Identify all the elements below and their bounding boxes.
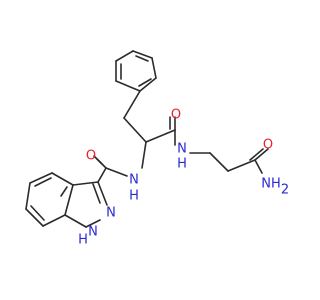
atom-nitrogen: N — [129, 173, 139, 188]
atom-hydrogen: H — [177, 157, 187, 172]
bond — [93, 155, 103, 165]
bond — [92, 183, 101, 204]
atom-nitrogen: NH — [261, 177, 281, 192]
molecule-structure: O O O N H N H NH 2 N N H — [25, 50, 289, 248]
bond — [141, 141, 147, 169]
atom-nitrogen: N — [177, 142, 187, 157]
bond — [123, 90, 141, 119]
bond — [34, 177, 52, 187]
atom-subscript: 2 — [281, 183, 289, 198]
bond — [135, 55, 149, 62]
bond — [105, 167, 128, 177]
bond — [85, 219, 101, 228]
bond — [29, 172, 53, 184]
bond — [138, 78, 152, 87]
bond — [145, 129, 176, 143]
bond — [115, 80, 141, 92]
bond — [254, 159, 263, 174]
atom-oxygen: O — [171, 108, 181, 123]
bond — [60, 186, 68, 197]
bond — [249, 148, 264, 161]
atom-hydrogen: H — [129, 189, 139, 204]
bond — [42, 214, 66, 227]
bond — [151, 57, 157, 79]
bond — [115, 50, 134, 62]
atom-oxygen: O — [86, 149, 96, 164]
bond — [30, 205, 45, 221]
bond — [227, 159, 256, 172]
bond — [25, 182, 31, 210]
atom-hydrogen: H — [78, 233, 88, 248]
bond — [97, 167, 107, 183]
bond — [97, 181, 108, 206]
bond — [209, 152, 229, 172]
bond — [64, 184, 74, 216]
bond — [72, 181, 99, 186]
atom-nitrogen: N — [88, 225, 98, 240]
bond — [254, 148, 269, 161]
bond — [123, 117, 147, 143]
atom-labels: O O O N H N H NH 2 N N H — [78, 108, 289, 248]
bond — [139, 77, 157, 92]
atom-oxygen: O — [263, 138, 273, 153]
bond — [25, 208, 44, 227]
atom-nitrogen: N — [106, 206, 116, 221]
bond-layer — [25, 50, 269, 228]
bond — [132, 50, 153, 59]
bond — [64, 214, 87, 228]
bond — [51, 172, 74, 186]
